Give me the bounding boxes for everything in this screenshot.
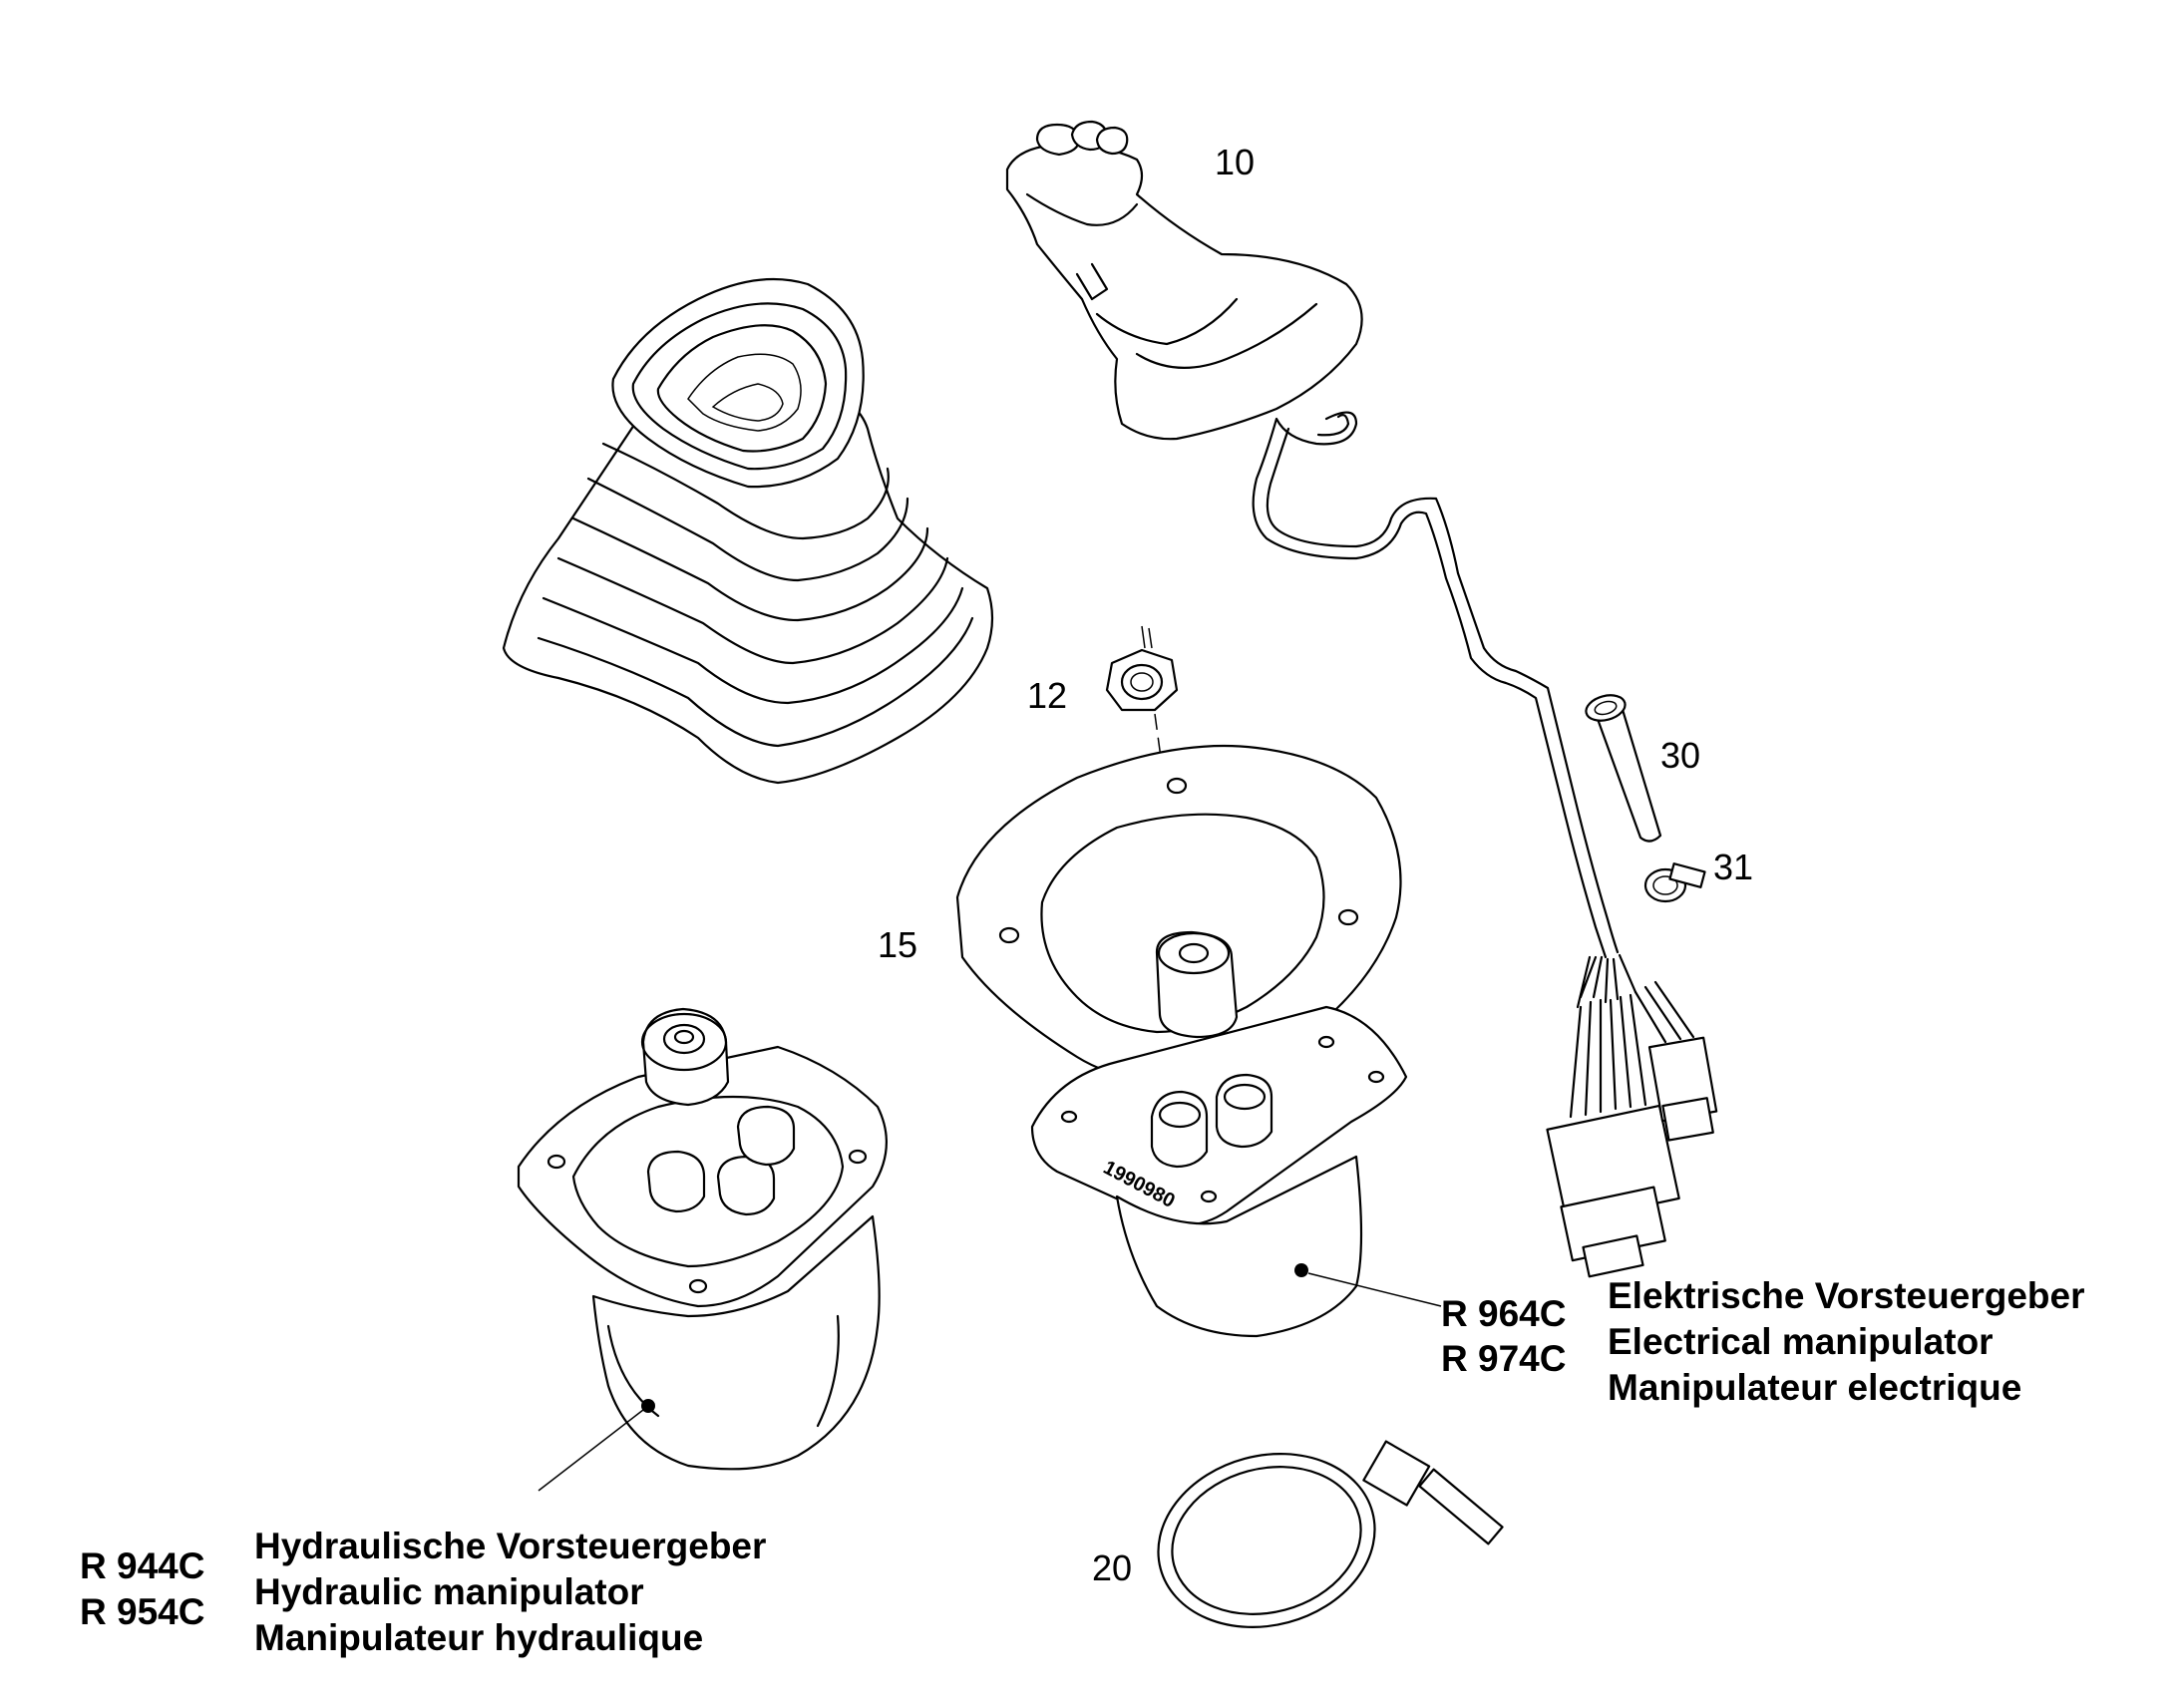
electrical-caption-fr: Manipulateur electrique <box>1608 1367 2021 1408</box>
hydraulic-caption-fr: Manipulateur hydraulique <box>254 1617 703 1658</box>
hydraulic-manipulator-body <box>517 1007 888 1492</box>
joystick-grip <box>1005 120 1718 1278</box>
small-clamp <box>1643 862 1706 903</box>
hydraulic-model-1: R 944C <box>80 1545 204 1586</box>
cable-tie-ring <box>1157 1440 1504 1628</box>
electrical-model-2: R 974C <box>1441 1338 1566 1379</box>
callout-31: 31 <box>1713 847 1753 887</box>
callout-12: 12 <box>1027 675 1067 716</box>
mounting-plate <box>955 744 1402 1084</box>
hydraulic-model-2: R 954C <box>80 1591 204 1632</box>
hydraulic-caption: R 944C R 954C Hydraulische Vorsteuergebe… <box>80 1526 766 1658</box>
callout-30: 30 <box>1660 735 1700 776</box>
callout-15: 15 <box>878 924 917 965</box>
electrical-caption: R 964C R 974C Elektrische Vorsteuergeber… <box>1441 1275 2084 1408</box>
hydraulic-caption-en: Hydraulic manipulator <box>254 1571 644 1612</box>
rubber-bellows-boot <box>502 277 994 785</box>
hydraulic-caption-de: Hydraulische Vorsteuergeber <box>254 1526 766 1566</box>
sleeve-tube <box>1585 694 1662 843</box>
electrical-caption-de: Elektrische Vorsteuergeber <box>1608 1275 2084 1316</box>
electrical-caption-en: Electrical manipulator <box>1608 1321 1994 1362</box>
electrical-model-1: R 964C <box>1441 1293 1566 1334</box>
callout-20: 20 <box>1092 1547 1132 1588</box>
electrical-manipulator-body: 1990980 <box>1030 1005 1442 1338</box>
callout-10: 10 <box>1215 142 1255 182</box>
